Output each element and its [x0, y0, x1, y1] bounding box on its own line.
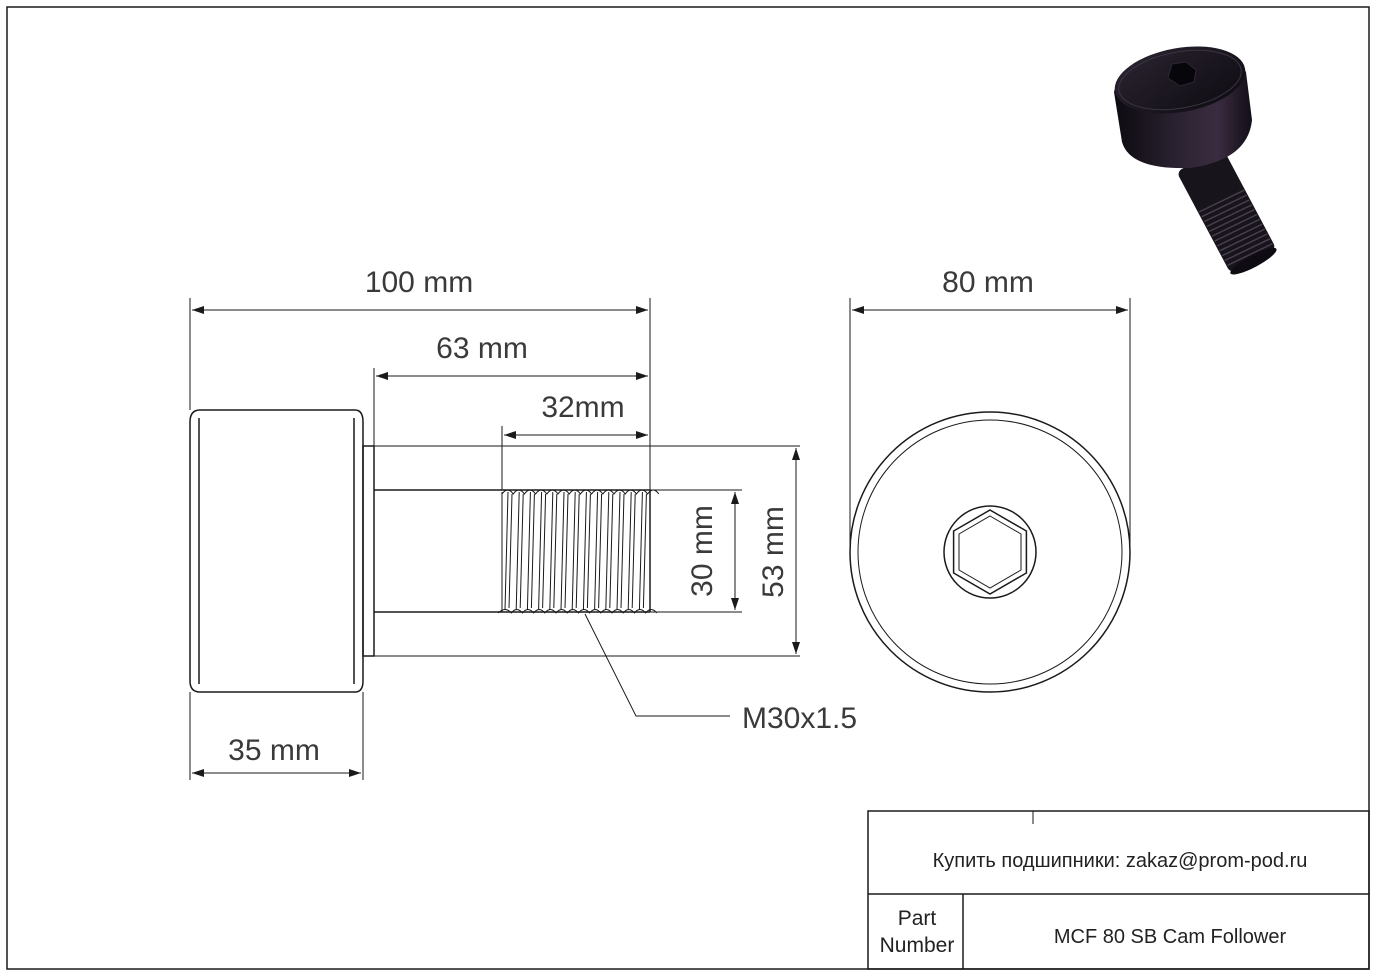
- part-label-line2: Number: [880, 934, 955, 957]
- hex-socket-inner: [958, 515, 1022, 589]
- drawing-border: [6, 6, 1370, 970]
- thread-spec-label: M30x1.5: [742, 702, 857, 735]
- side-dimensions: [189, 298, 800, 780]
- dim-thread-length: 32mm: [541, 391, 624, 424]
- dim-overall-length: 100 mm: [365, 266, 473, 299]
- hex-socket-3d: [1167, 61, 1197, 87]
- front-view: [849, 411, 1131, 693]
- front-dimensions: [849, 298, 1131, 552]
- roller-outline: [189, 409, 364, 693]
- part-label-line1: Part: [898, 907, 937, 930]
- cam-follower-3d-render: [1114, 46, 1277, 275]
- title-block: [867, 810, 1370, 970]
- outer-ring-outline: [849, 411, 1131, 693]
- side-view: [189, 409, 800, 717]
- dim-flange-diameter: 53 mm: [757, 506, 790, 598]
- dim-roller-width: 35 mm: [228, 734, 320, 767]
- thread-region: [497, 489, 660, 614]
- thread-leader: [584, 613, 730, 717]
- dim-outer-diameter: 80 mm: [942, 266, 1034, 299]
- hex-socket-icon: [952, 509, 1028, 595]
- flange: [362, 445, 375, 657]
- hex-socket-circle: [943, 505, 1037, 599]
- dim-stud-diameter: 30 mm: [686, 505, 719, 597]
- buy-text: Купить подшипники: zakaz@prom-pod.ru: [933, 850, 1308, 872]
- dim-stud-length: 63 mm: [436, 332, 528, 365]
- inner-ring-outline: [857, 419, 1123, 685]
- part-number: MCF 80 SB Cam Follower: [1054, 926, 1287, 948]
